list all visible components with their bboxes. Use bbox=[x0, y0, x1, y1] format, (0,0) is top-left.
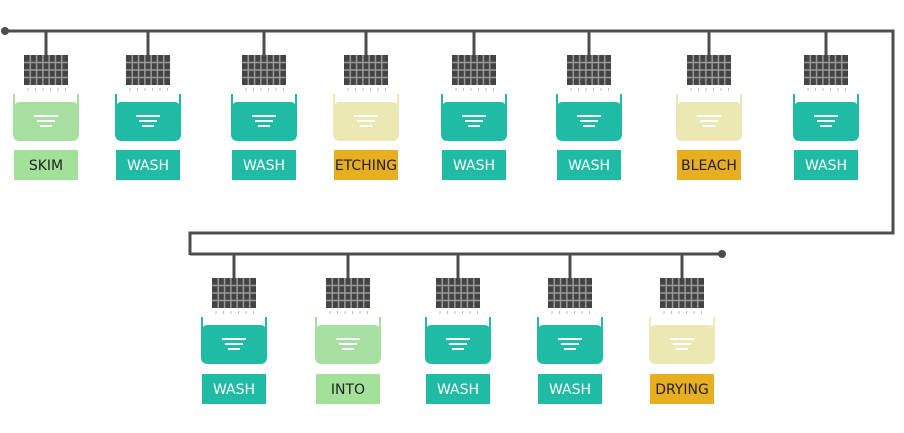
rack-icon bbox=[436, 278, 480, 314]
liquid-level-icon bbox=[462, 115, 486, 127]
station-label-box bbox=[116, 150, 180, 180]
rack-icon bbox=[567, 55, 611, 91]
station-label-box bbox=[650, 374, 714, 404]
station-label-box bbox=[677, 150, 741, 180]
tank bbox=[231, 94, 297, 141]
station: WASH bbox=[441, 31, 507, 180]
rack-icon bbox=[452, 55, 496, 91]
tank bbox=[793, 94, 859, 141]
conveyor-path bbox=[5, 29, 895, 256]
station: WASH bbox=[793, 31, 859, 180]
station-label-box bbox=[202, 374, 266, 404]
station: WASH bbox=[201, 254, 267, 404]
station-label: WASH bbox=[437, 382, 479, 398]
station-label: WASH bbox=[213, 382, 255, 398]
tank bbox=[441, 94, 507, 141]
rack-icon bbox=[212, 278, 256, 314]
rack-icon bbox=[24, 55, 68, 91]
station-label-box bbox=[442, 150, 506, 180]
station: WASH bbox=[556, 31, 622, 180]
rack-icon bbox=[548, 278, 592, 314]
rack-icon bbox=[804, 55, 848, 91]
liquid-level-icon bbox=[136, 115, 160, 127]
station: DRYING bbox=[649, 254, 715, 404]
conveyor-end-dot bbox=[718, 250, 726, 258]
tank bbox=[115, 94, 181, 141]
station-label: WASH bbox=[243, 158, 285, 174]
station: INTO bbox=[315, 254, 381, 404]
rack-icon bbox=[660, 278, 704, 314]
rack-icon bbox=[126, 55, 170, 91]
liquid-level-icon bbox=[354, 115, 378, 127]
rack-icon bbox=[344, 55, 388, 91]
tank bbox=[13, 94, 79, 141]
liquid-level-icon bbox=[336, 338, 360, 350]
tank bbox=[649, 317, 715, 364]
station: BLEACH bbox=[676, 31, 742, 180]
station-label-box bbox=[538, 374, 602, 404]
station-label-box bbox=[426, 374, 490, 404]
station-label: WASH bbox=[568, 158, 610, 174]
station-label: WASH bbox=[127, 158, 169, 174]
stations-row-2: WASH INTO WASH WASH DRYING bbox=[201, 254, 715, 404]
tank bbox=[556, 94, 622, 141]
station-label: DRYING bbox=[655, 382, 709, 398]
station-label: WASH bbox=[453, 158, 495, 174]
station-label: ETCHING bbox=[335, 158, 397, 174]
station: WASH bbox=[425, 254, 491, 404]
liquid-level-icon bbox=[577, 115, 601, 127]
station: WASH bbox=[115, 31, 181, 180]
station: ETCHING bbox=[333, 31, 399, 180]
liquid-level-icon bbox=[697, 115, 721, 127]
tank bbox=[425, 317, 491, 364]
rack-icon bbox=[242, 55, 286, 91]
tank bbox=[201, 317, 267, 364]
conveyor-start-dot bbox=[1, 27, 9, 35]
station-label-box bbox=[316, 374, 380, 404]
liquid-level-icon bbox=[252, 115, 276, 127]
tank bbox=[537, 317, 603, 364]
liquid-level-icon bbox=[814, 115, 838, 127]
station: WASH bbox=[537, 254, 603, 404]
rack-icon bbox=[687, 55, 731, 91]
station: SKIM bbox=[13, 31, 79, 180]
station-label-box bbox=[334, 150, 398, 180]
station-label: SKIM bbox=[29, 158, 63, 174]
station-label: BLEACH bbox=[681, 158, 737, 174]
rack-icon bbox=[326, 278, 370, 314]
station-label-box bbox=[14, 150, 78, 180]
liquid-level-icon bbox=[558, 338, 582, 350]
station-label: WASH bbox=[805, 158, 847, 174]
station-label-box bbox=[232, 150, 296, 180]
liquid-level-icon bbox=[446, 338, 470, 350]
station-label: WASH bbox=[549, 382, 591, 398]
station-label: INTO bbox=[331, 382, 365, 398]
liquid-level-icon bbox=[670, 338, 694, 350]
tank bbox=[676, 94, 742, 141]
station-label-box bbox=[794, 150, 858, 180]
liquid-level-icon bbox=[34, 115, 58, 127]
conveyor-line bbox=[1, 27, 895, 258]
station: WASH bbox=[231, 31, 297, 180]
liquid-level-icon bbox=[222, 338, 246, 350]
station-label-box bbox=[557, 150, 621, 180]
stations-row-1: SKIM WASH WASH ETCHING WASH WASH BLEACH WASH bbox=[13, 31, 859, 180]
tank bbox=[333, 94, 399, 141]
tank bbox=[315, 317, 381, 364]
